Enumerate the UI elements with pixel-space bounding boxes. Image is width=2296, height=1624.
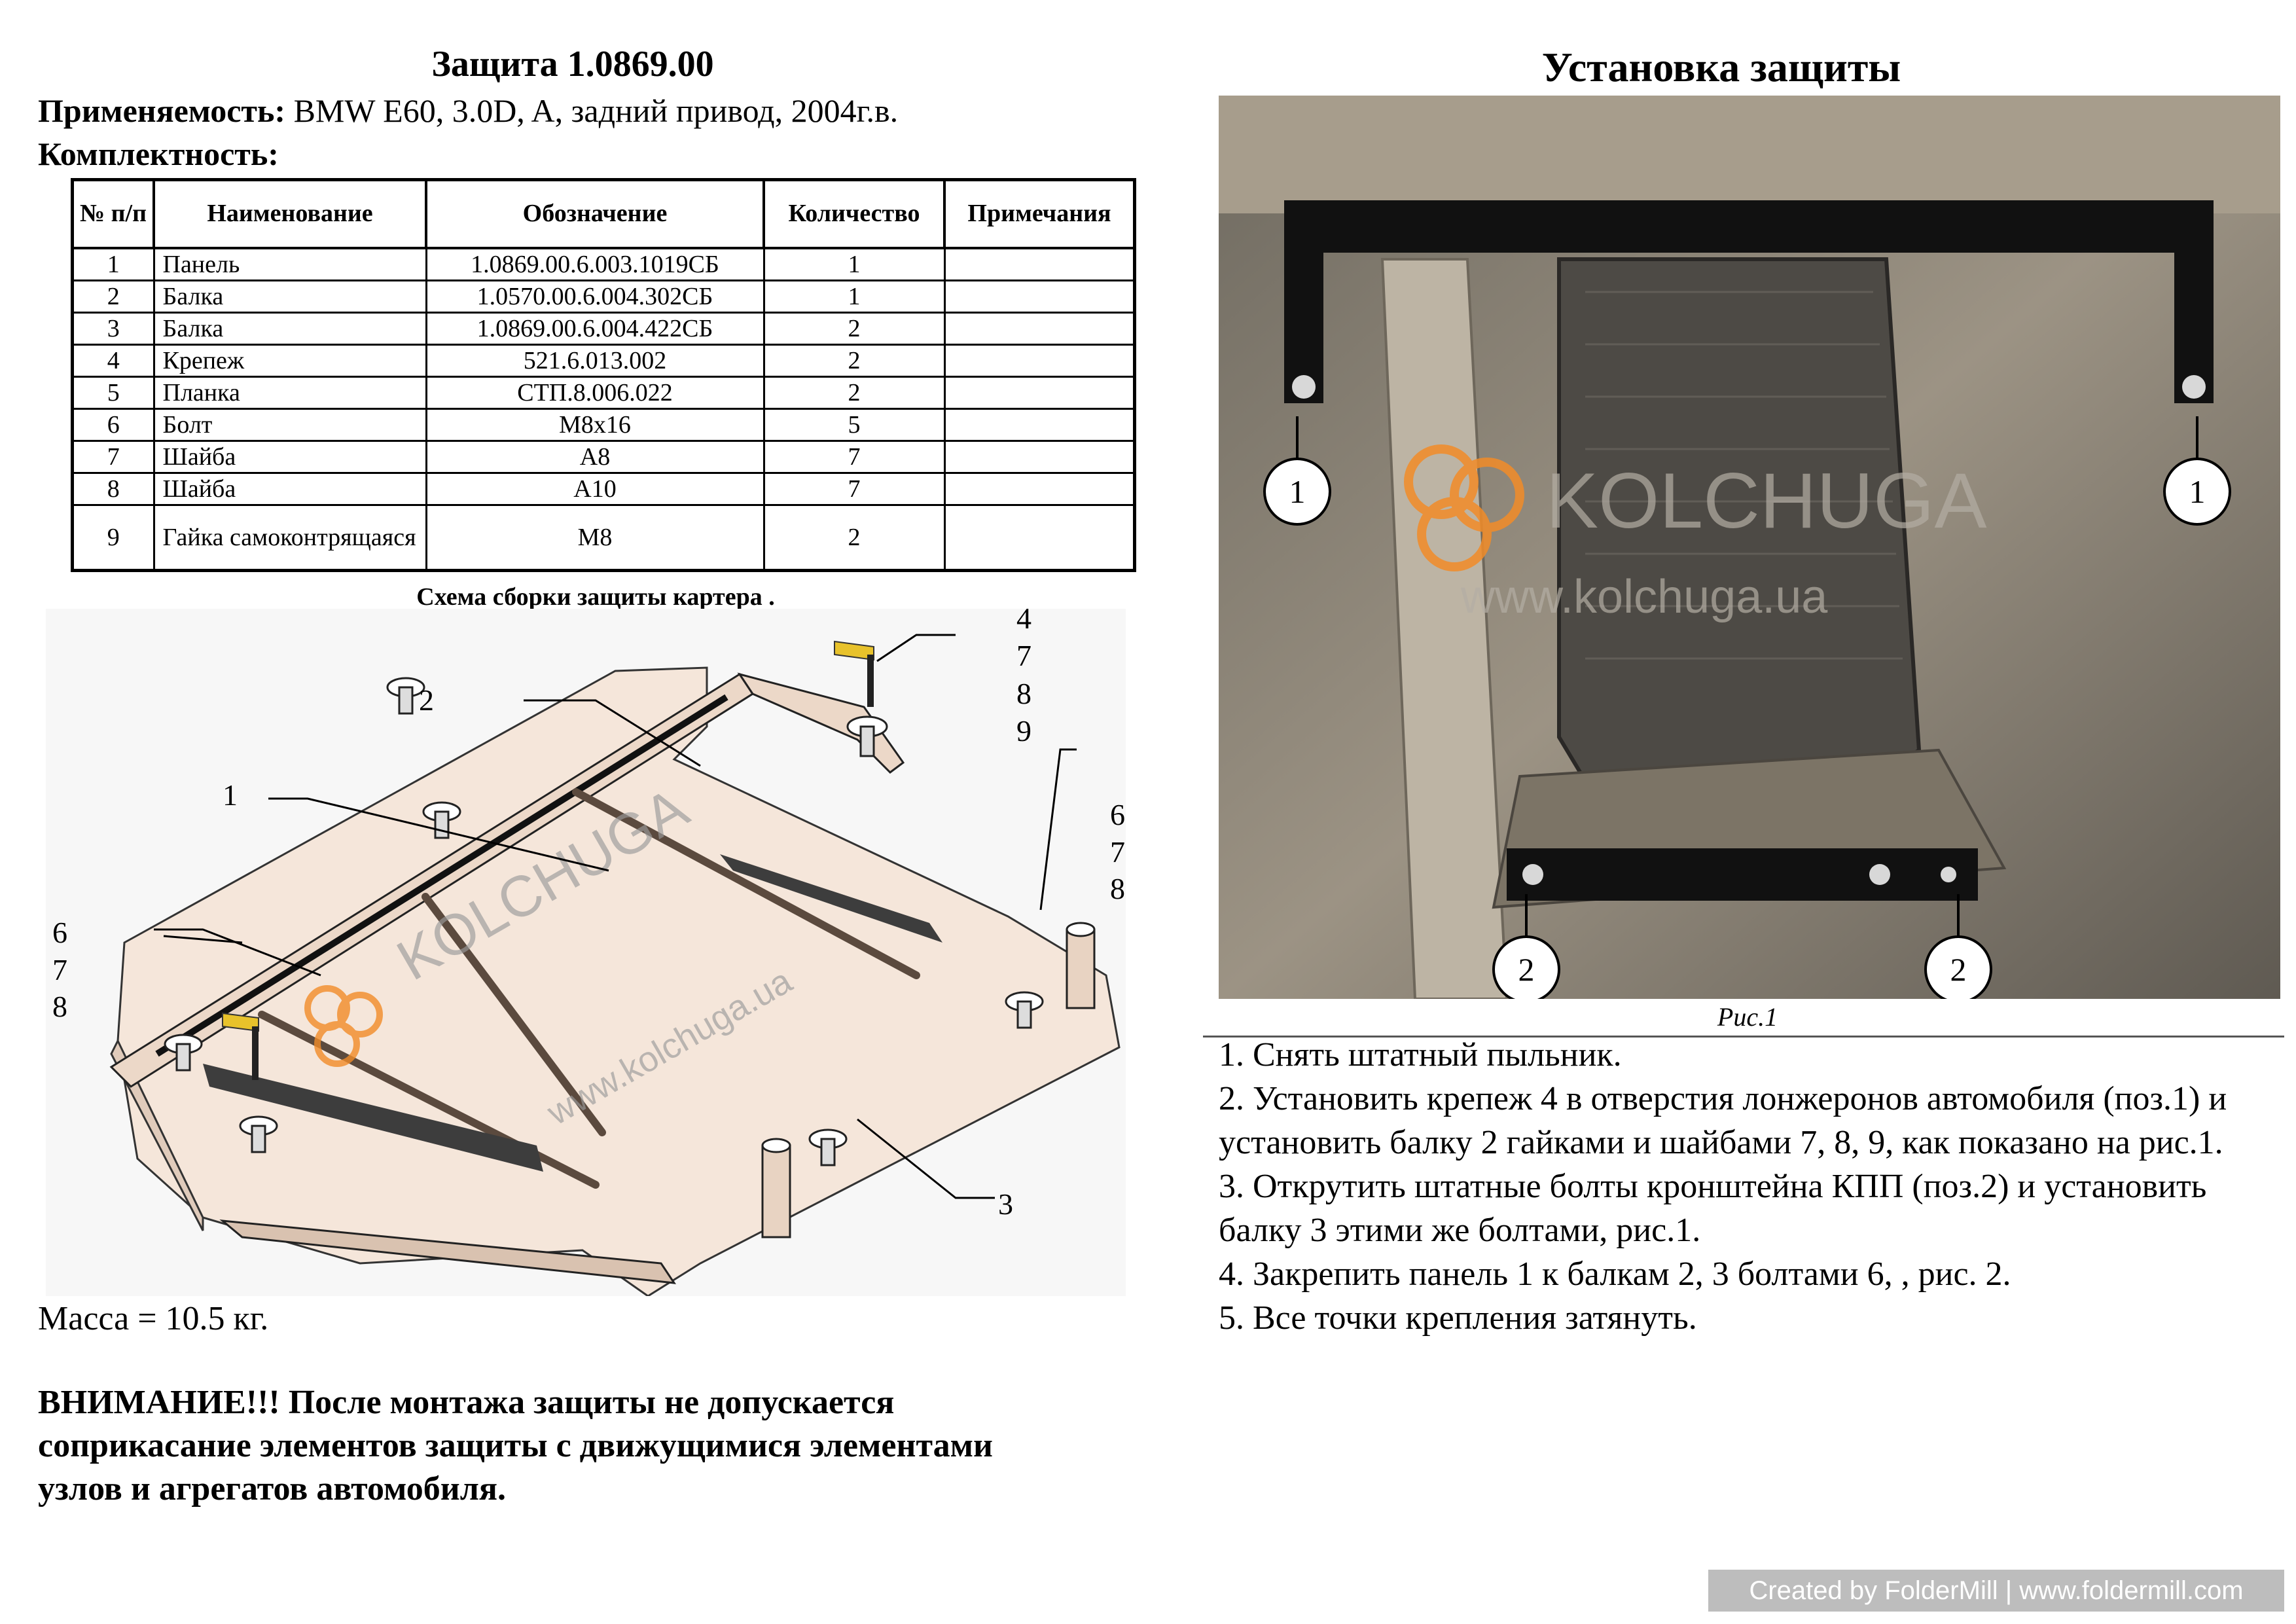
svg-text:1: 1 — [1289, 473, 1306, 510]
list-item: 4. Закрепить панель 1 к балкам 2, 3 болт… — [1219, 1255, 2011, 1293]
standoff-group — [761, 922, 1096, 1238]
photo-label-2a: 2 — [1492, 935, 1560, 999]
footer-credit: Created by FolderMill | www.foldermill.c… — [1708, 1570, 2284, 1612]
beam-2-bracket — [737, 672, 905, 774]
panel-rib — [572, 788, 920, 979]
bolt-group — [164, 677, 1044, 1166]
photo-exhaust — [1380, 258, 1509, 999]
install-steps: 1. Снять штатный пыльник. 2. Установить … — [1219, 1033, 2266, 1340]
document-title: Защита 1.0869.00 — [431, 44, 714, 84]
photo-bolt — [1292, 375, 1316, 399]
callout-6-left: 6 — [52, 916, 67, 949]
photo-watermark-logo — [1404, 444, 1524, 571]
photo-bolt — [1522, 864, 1543, 885]
photo-bolt — [1941, 867, 1956, 882]
applicability-value: BMW E60, 3.0D, A, задний привод, 2004г.в… — [285, 92, 899, 129]
photo-watermark-url: www.kolchuga.ua — [1460, 571, 1828, 623]
svg-text:2: 2 — [1518, 951, 1535, 988]
list-item: 5. Все точки крепления затянуть. — [1219, 1299, 1697, 1337]
callout-2: 2 — [419, 683, 434, 717]
photo-beam-3 — [1507, 848, 1978, 901]
mass-text: Масса = 10.5 кг. — [38, 1300, 269, 1337]
scheme-caption: Схема сборки защиты картера . — [416, 583, 775, 611]
photo-bolt — [1869, 864, 1890, 885]
callout-9: 9 — [1016, 714, 1031, 748]
callout-4: 4 — [1016, 609, 1031, 635]
callout-1: 1 — [223, 778, 238, 812]
photo-label-1b: 1 — [2163, 458, 2231, 526]
svg-text:2: 2 — [1950, 951, 1967, 988]
list-item: 3. Открутить штатные болты кронштейна КП… — [1219, 1168, 2207, 1249]
kit-label: Комплектность: — [38, 135, 279, 172]
callout-6-right: 6 — [1110, 798, 1125, 831]
panel-rib — [422, 893, 606, 1136]
section-divider — [1203, 1036, 2284, 1038]
photo-bolt — [2182, 375, 2206, 399]
col-header-num: № п/п — [71, 178, 155, 249]
photo-underbody — [1219, 96, 2280, 213]
callout-8-right: 8 — [1110, 872, 1125, 905]
beam-2-edge — [155, 694, 728, 1057]
assembly-drawing: KOLCHUGA www.kolchuga.ua 1 2 3 4 7 8 9 6… — [46, 609, 1126, 1296]
watermark-logo — [304, 985, 383, 1067]
photo-label-1a: 1 — [1263, 458, 1331, 526]
slot-strip — [720, 854, 942, 943]
figure-caption: Рис.1 — [1717, 1002, 1778, 1032]
photo-watermark-brand: KOLCHUGA — [1546, 457, 1986, 545]
callout-7-left: 7 — [52, 953, 67, 986]
photo-beam-2 — [1284, 200, 2214, 403]
callout-3: 3 — [998, 1187, 1013, 1221]
svg-text:1: 1 — [2189, 473, 2206, 510]
slot-strip — [203, 1064, 543, 1172]
col-header-name: Наименование — [152, 178, 427, 249]
callout-8: 8 — [1016, 677, 1031, 710]
photo-pan-ribs — [1585, 291, 1903, 660]
col-header-notes: Примечания — [943, 178, 1136, 249]
leader-lines — [154, 634, 1077, 1199]
list-item: 2. Установить крепеж 4 в отверстия лонже… — [1219, 1080, 2227, 1161]
col-header-designation: Обозначение — [425, 178, 765, 249]
applicability-label: Применяемость: — [38, 92, 286, 129]
callout-7-right: 7 — [1110, 835, 1125, 869]
col-header-quantity: Количество — [762, 178, 946, 249]
warning-text: ВНИМАНИЕ!!! После монтажа защиты не допу… — [38, 1384, 993, 1507]
beam-3 — [219, 1219, 677, 1284]
install-photo: KOLCHUGA www.kolchuga.ua 1 1 2 2 — [1219, 96, 2280, 999]
applicability-line: Применяемость: BMW E60, 3.0D, A, задний … — [38, 92, 898, 130]
panel-flange — [110, 1038, 204, 1231]
install-title: Установка защиты — [1541, 44, 1901, 90]
parts-table: № п/п Наименование Обозначение Количеств… — [71, 178, 1136, 572]
table-header-row: № п/п Наименование Обозначение Количеств… — [71, 178, 1136, 249]
callout-7: 7 — [1016, 639, 1031, 672]
photo-label-2b: 2 — [1924, 935, 1992, 999]
callout-8-left: 8 — [52, 990, 67, 1023]
list-item: 1. Снять штатный пыльник. — [1219, 1036, 1622, 1074]
